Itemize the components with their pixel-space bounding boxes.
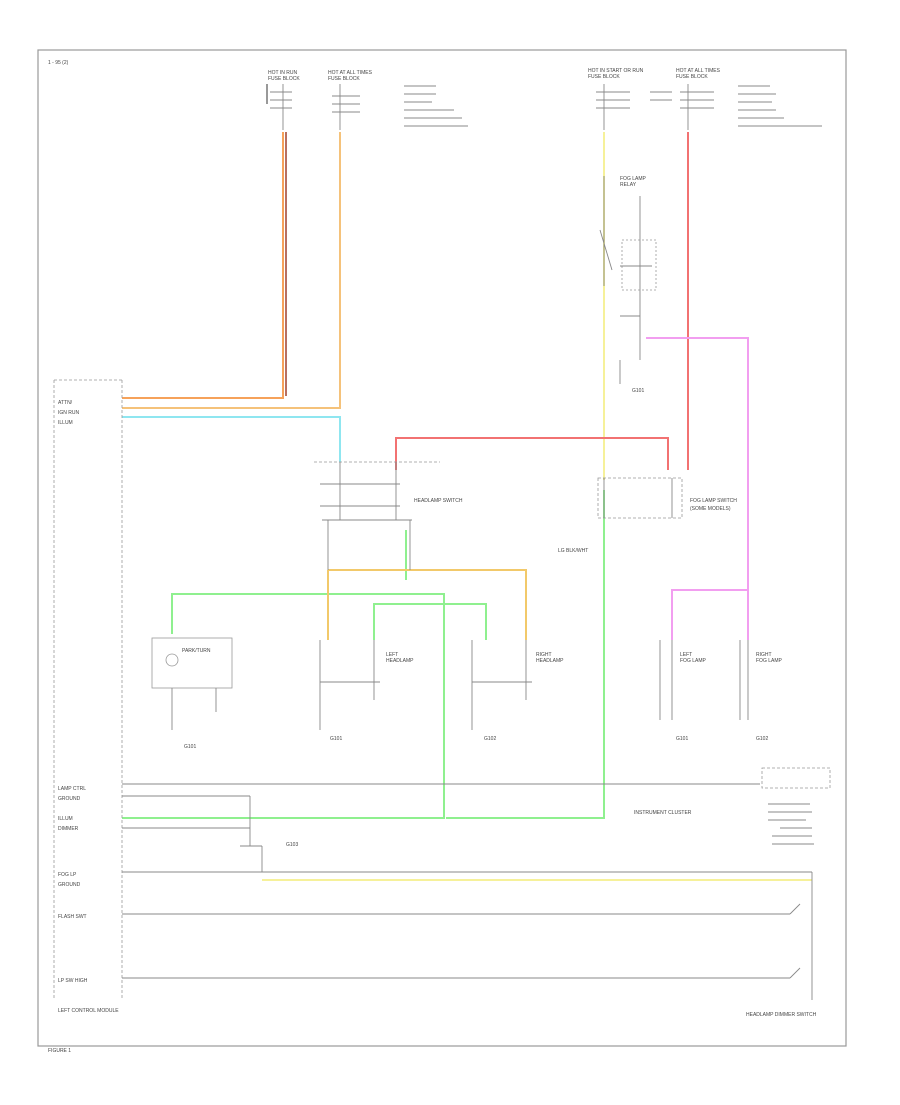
svg-text:FOG LAMP: FOG LAMP [756,658,783,664]
left-control-module: LEFT CONTROL MODULE ATTN/ IGN RUN ILLUM … [53,379,123,1014]
svg-text:FUSE BLOCK: FUSE BLOCK [676,74,708,80]
svg-text:ATTN/: ATTN/ [58,400,73,406]
fog-lamp-wire-label: LG BLK/WHT [558,548,588,554]
wire-pink [646,337,749,640]
svg-text:GROUND: GROUND [58,882,81,888]
svg-text:PARK/TURN: PARK/TURN [182,648,211,654]
instrument-cluster-box [761,767,831,845]
svg-text:HEADLAMP: HEADLAMP [536,658,564,664]
svg-text:G103: G103 [286,842,298,848]
parking-lamp-group: PARK/TURN G101 [151,637,233,750]
corner-label: 1 - 95 (2) [48,60,69,66]
wire-light-blue [122,416,341,462]
fuse-block-1: HOT IN RUN FUSE BLOCK [266,70,300,130]
svg-text:FUSE BLOCK: FUSE BLOCK [268,76,300,82]
svg-text:FUSE BLOCK: FUSE BLOCK [588,74,620,80]
wire-orange [122,132,284,399]
diagram-frame [37,49,847,1047]
wire-green-2 [373,603,487,640]
svg-text:LAMP CTRL: LAMP CTRL [58,786,86,792]
headlamp-switch: HEADLAMP SWITCH [314,461,463,570]
svg-text:INSTRUMENT CLUSTER: INSTRUMENT CLUSTER [634,810,692,816]
wire-tan [122,132,341,409]
lower-harness: G103 INSTRUMENT CLUSTER HEADLAMP DIMMER … [122,783,817,1018]
fog-lamp-group: LEFT FOG LAMP RIGHT FOG LAMP G101 G102 [659,640,783,742]
wire-green-4 [446,490,605,819]
svg-text:FLASH SWT: FLASH SWT [58,914,87,920]
fuse-block-4: HOT AT ALL TIMES FUSE BLOCK [676,68,822,130]
fog-lamp-switch: FOG LAMP SWITCH (SOME MODELS) LG BLK/WHT [558,477,737,554]
svg-text:G102: G102 [756,736,768,742]
svg-text:HEADLAMP: HEADLAMP [386,658,414,664]
svg-text:G101: G101 [632,388,644,394]
wire-green-1 [122,593,445,819]
svg-text:LP SW HIGH: LP SW HIGH [58,978,88,984]
svg-text:FOG LAMP: FOG LAMP [680,658,707,664]
svg-text:HEADLAMP SWITCH: HEADLAMP SWITCH [414,498,463,504]
svg-text:FUSE BLOCK: FUSE BLOCK [328,76,360,82]
fuse-block-3: HOT IN START OR RUN FUSE BLOCK [588,68,672,130]
svg-text:RELAY: RELAY [620,182,637,188]
svg-text:G101: G101 [184,744,196,750]
svg-text:RIGHT: RIGHT [756,652,772,658]
svg-text:LEFT CONTROL MODULE: LEFT CONTROL MODULE [58,1008,119,1014]
svg-text:HEADLAMP DIMMER SWITCH: HEADLAMP DIMMER SWITCH [746,1012,817,1018]
headlamp-group-left: LEFT HEADLAMP G101 [319,640,414,742]
svg-text:HOT IN RUN: HOT IN RUN [268,70,297,76]
svg-text:FOG LAMP: FOG LAMP [620,176,647,182]
svg-text:DIMMER: DIMMER [58,826,79,832]
fog-lamp-relay: FOG LAMP RELAY G101 [599,176,657,394]
svg-text:FOG LAMP SWITCH: FOG LAMP SWITCH [690,498,737,504]
svg-text:FOG LP: FOG LP [58,872,77,878]
fuse-block-2: HOT AT ALL TIMES FUSE BLOCK [328,70,468,130]
svg-text:LEFT: LEFT [680,652,692,658]
svg-text:ILLUM: ILLUM [58,420,73,426]
headlamp-group-right: RIGHT HEADLAMP G102 [471,640,564,742]
svg-text:GROUND: GROUND [58,796,81,802]
svg-text:(SOME MODELS): (SOME MODELS) [690,506,731,512]
svg-text:HOT IN START OR RUN: HOT IN START OR RUN [588,68,644,74]
wire-red [395,132,689,470]
svg-text:HOT AT ALL TIMES: HOT AT ALL TIMES [676,68,721,74]
wire-gold [327,569,527,640]
figure-label: FIGURE 1 [48,1048,71,1054]
svg-text:G101: G101 [676,736,688,742]
svg-text:HOT AT ALL TIMES: HOT AT ALL TIMES [328,70,373,76]
svg-text:G102: G102 [484,736,496,742]
svg-text:ILLUM: ILLUM [58,816,73,822]
svg-text:RIGHT: RIGHT [536,652,552,658]
svg-text:G101: G101 [330,736,342,742]
svg-text:IGN RUN: IGN RUN [58,410,80,416]
svg-text:LEFT: LEFT [386,652,398,658]
